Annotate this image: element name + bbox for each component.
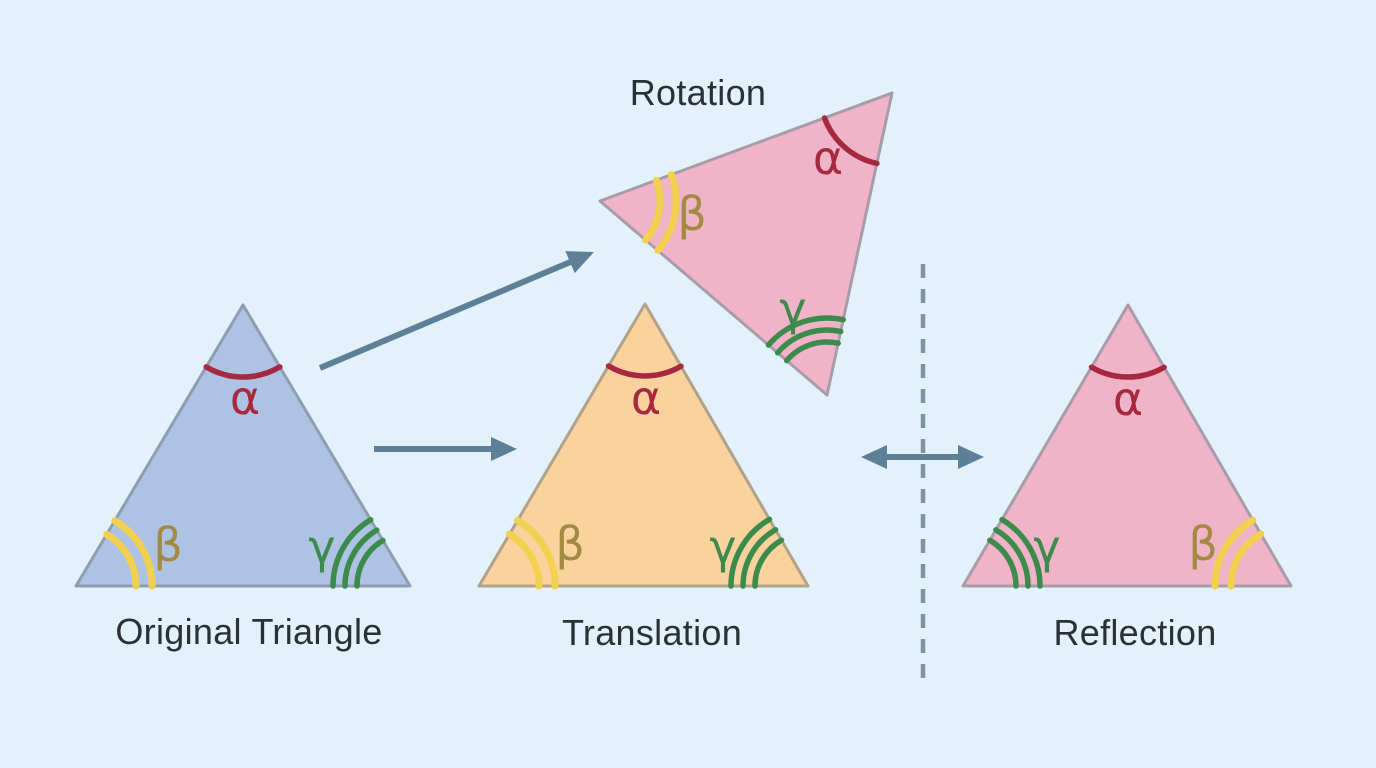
beta-angle-label: β: [1188, 517, 1217, 571]
gamma-angle-label: γ: [779, 282, 806, 336]
alpha-angle-arc: [203, 364, 283, 380]
beta-angle-arc: [1227, 530, 1265, 590]
beta-angle-arc: [111, 517, 156, 590]
gamma-angle-arc: [993, 527, 1031, 589]
alpha-angle-label: α: [1113, 372, 1143, 426]
arrowhead: [958, 445, 984, 469]
alpha-angle-arc: [1088, 364, 1167, 380]
gamma-angle-arc: [999, 516, 1043, 589]
original-triangle: α β γ: [74, 303, 412, 590]
gamma-angle-label: γ: [308, 520, 335, 574]
reflection-arrow: [861, 445, 984, 469]
rotation-triangle: α β γ: [598, 91, 894, 397]
alpha-angle-label: α: [631, 371, 661, 425]
gamma-angle-arc: [740, 526, 779, 589]
gamma-angle-arc: [783, 339, 841, 364]
arrowhead: [861, 445, 887, 469]
reflection-triangle: α γ β: [961, 303, 1293, 590]
alpha-angle-arc: [605, 363, 684, 379]
beta-angle-arc: [654, 171, 680, 254]
beta-angle-arc: [505, 530, 543, 590]
alpha-angle-arc: [821, 115, 880, 167]
reflection-triangle-shape: [961, 303, 1293, 588]
gamma-angle-arc: [330, 517, 374, 589]
gamma-angle-arc: [342, 527, 380, 589]
arrowhead: [491, 437, 517, 461]
beta-angle-label: β: [677, 187, 706, 241]
reflection-label: Reflection: [1053, 612, 1217, 653]
gamma-angle-label: γ: [709, 520, 736, 574]
translation-label: Translation: [561, 612, 743, 653]
gamma-angle-arc: [774, 327, 844, 356]
original-triangle-label: Original Triangle: [115, 611, 383, 652]
gamma-angle-arc: [765, 315, 846, 348]
gamma-angle-arc: [752, 537, 785, 589]
original-triangle-shape: [74, 303, 412, 588]
gamma-angle-arc: [728, 516, 773, 589]
translation-triangle-shape: [477, 302, 810, 588]
alpha-angle-label: α: [230, 371, 260, 425]
gamma-angle-arc: [987, 537, 1019, 589]
translation-arrow: [374, 437, 517, 461]
beta-angle-label: β: [153, 518, 182, 572]
rotation-label: Rotation: [629, 72, 767, 113]
alpha-angle-label: α: [813, 131, 843, 185]
translation-triangle: α β γ: [477, 302, 810, 590]
rotation-arrow-line: [318, 256, 579, 371]
beta-angle-arc: [103, 530, 140, 590]
rotation-arrow: [318, 251, 594, 371]
gamma-angle-arc: [354, 537, 386, 589]
beta-angle-arc: [642, 176, 664, 244]
gamma-angle-label: γ: [1033, 520, 1060, 574]
beta-angle-arc: [514, 517, 559, 590]
arrowhead: [565, 251, 594, 274]
beta-angle-arc: [1211, 516, 1257, 590]
beta-angle-label: β: [555, 517, 584, 571]
